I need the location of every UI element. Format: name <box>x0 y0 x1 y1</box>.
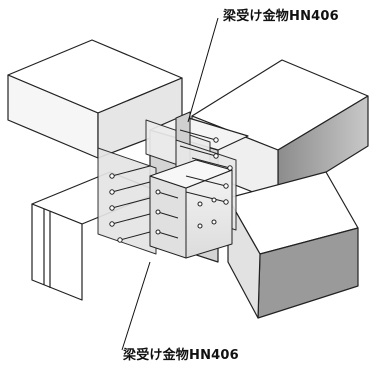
screw-row-back <box>179 129 233 171</box>
screw-row-front <box>155 189 217 239</box>
screw-row-left <box>109 165 151 243</box>
beam-back-left <box>7 39 183 159</box>
beam-front-right <box>227 171 359 319</box>
label-bottom-bracket: 梁受け金物HN406 <box>123 348 239 363</box>
leader-line-bottom <box>121 261 151 351</box>
screw-row-right <box>185 175 229 205</box>
label-top-bracket: 梁受け金物HN406 <box>223 9 339 24</box>
screw-group <box>109 129 233 243</box>
beam-back-right <box>191 59 369 203</box>
bracket-front-box <box>149 159 233 259</box>
leader-line-top <box>187 17 219 123</box>
